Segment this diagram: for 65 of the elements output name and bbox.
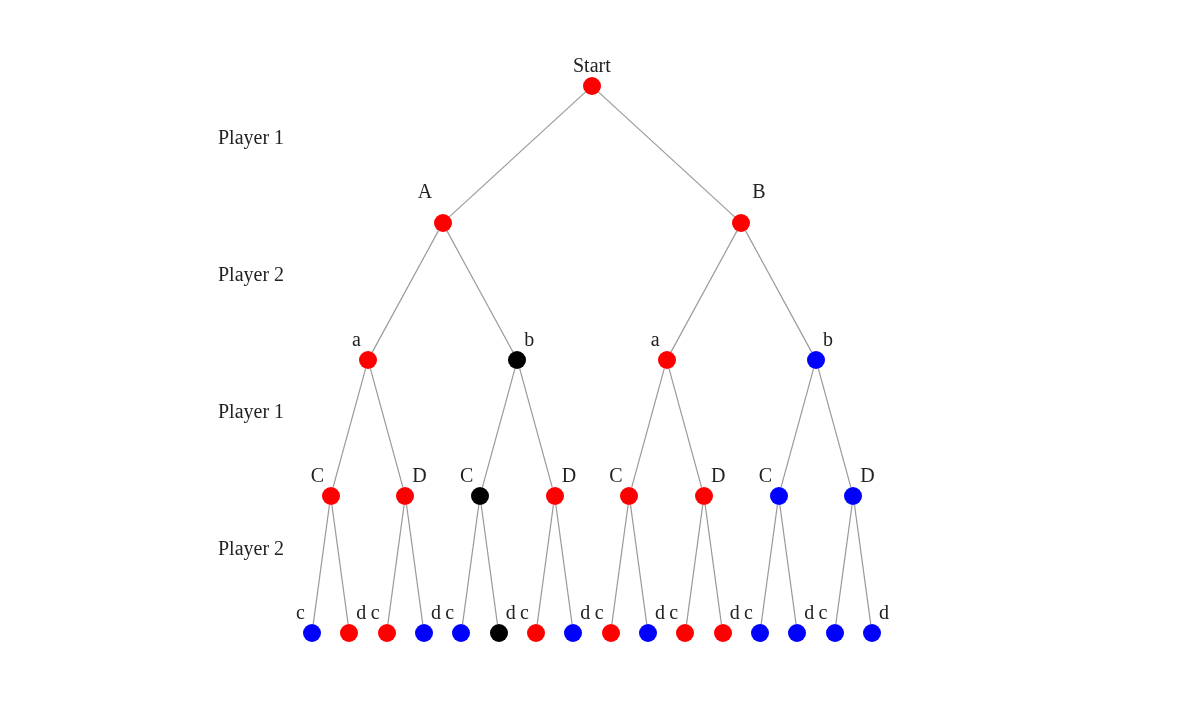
node-label: b (524, 329, 535, 349)
node-label: d (878, 602, 889, 622)
node-label: c (445, 602, 455, 622)
player-label: Player 2 (218, 263, 285, 285)
tree-edge (779, 504, 797, 625)
tree-edge (536, 504, 555, 625)
tree-edge (461, 504, 480, 625)
tree-edge (312, 504, 331, 625)
node-label: c (519, 602, 529, 622)
tree-edge (387, 504, 405, 625)
tree-edge (631, 368, 665, 488)
tree-edge (480, 504, 499, 625)
node-label: d (654, 602, 665, 622)
node-label: d (431, 602, 441, 622)
node-label: b (822, 329, 833, 349)
tree-edge (817, 368, 852, 488)
tree-edge (519, 368, 553, 488)
node-label: D (860, 465, 875, 485)
node-label: d (505, 602, 516, 622)
tree-edge (405, 504, 424, 625)
player-label: Player 1 (218, 400, 285, 422)
tree-edge (685, 504, 704, 625)
tree-edge (670, 230, 738, 353)
tree-edge (745, 230, 813, 353)
tree-edge (555, 504, 573, 625)
node-label: d (356, 602, 367, 622)
tree-edge (448, 91, 586, 218)
node-label: B (752, 181, 766, 201)
node-label: c (669, 602, 679, 622)
node-label: D (710, 465, 726, 485)
node-label: d (729, 602, 740, 622)
node-label: d (580, 602, 591, 622)
tree-edge (760, 504, 778, 625)
node-label: C (758, 465, 772, 485)
node-label: c (818, 602, 828, 622)
node-label: Start (572, 55, 611, 75)
node-label: A (417, 181, 433, 201)
tree-edge (481, 368, 516, 488)
tree-edge (780, 368, 815, 488)
tree-edge (835, 504, 853, 625)
node-label: c (296, 602, 305, 622)
node-label: D (561, 465, 577, 485)
tree-edge (598, 91, 736, 218)
player-label: Player 2 (218, 537, 285, 559)
tree-edge (331, 504, 349, 625)
player-label: Player 1 (218, 126, 285, 148)
tree-edge (446, 230, 514, 353)
tree-edge (853, 504, 872, 625)
node-label: c (370, 602, 380, 622)
node-label: c (743, 602, 753, 622)
node-label: a (650, 329, 660, 349)
tree-edge (668, 368, 703, 488)
tree-edge (611, 504, 629, 625)
tree-edge (369, 368, 404, 488)
node-label: C (310, 465, 324, 485)
tree-edge (332, 368, 367, 488)
tree-edge (371, 230, 439, 353)
node-label: C (460, 465, 474, 485)
node-label: D (412, 465, 427, 485)
tree-edge (704, 504, 722, 625)
node-label: c (594, 602, 604, 622)
tree-edge (629, 504, 648, 625)
node-label: C (609, 465, 623, 485)
node-label: a (352, 329, 361, 349)
node-label: d (804, 602, 815, 622)
